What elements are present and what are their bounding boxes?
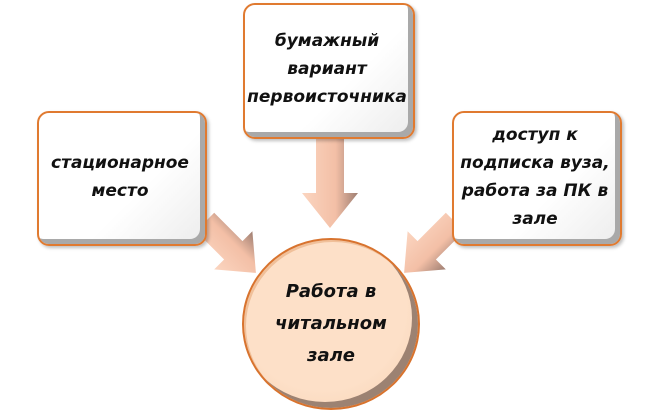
node-text-line: читальном: [275, 313, 387, 334]
node-access-subscription: доступ к подписка вуза, работа за ПК в з…: [452, 111, 622, 246]
node-text-line: первоисточника: [247, 87, 407, 107]
node-text-line: бумажный: [274, 31, 380, 51]
node-text-line: Работа в: [285, 281, 377, 302]
node-text-line: доступ к: [492, 124, 578, 145]
arrow-right-diagonal: [404, 212, 465, 273]
node-text-line: подписка вуза,: [460, 152, 610, 173]
node-text-line: работа за ПК в: [461, 180, 609, 201]
arrow-top-down: [302, 138, 358, 228]
node-text-line: вариант: [287, 59, 367, 79]
node-paper-source: бумажный вариант первоисточника: [243, 3, 415, 139]
node-text-line: зале: [512, 208, 558, 229]
node-reading-room-work: Работа в читальном зале: [242, 238, 420, 410]
node-text-line: стационарное: [51, 152, 189, 173]
node-stationary-place: стационарное место: [37, 111, 207, 246]
arrow-left-diagonal: [195, 212, 256, 273]
node-text-line: зале: [306, 345, 355, 366]
node-text-line: место: [91, 180, 149, 201]
